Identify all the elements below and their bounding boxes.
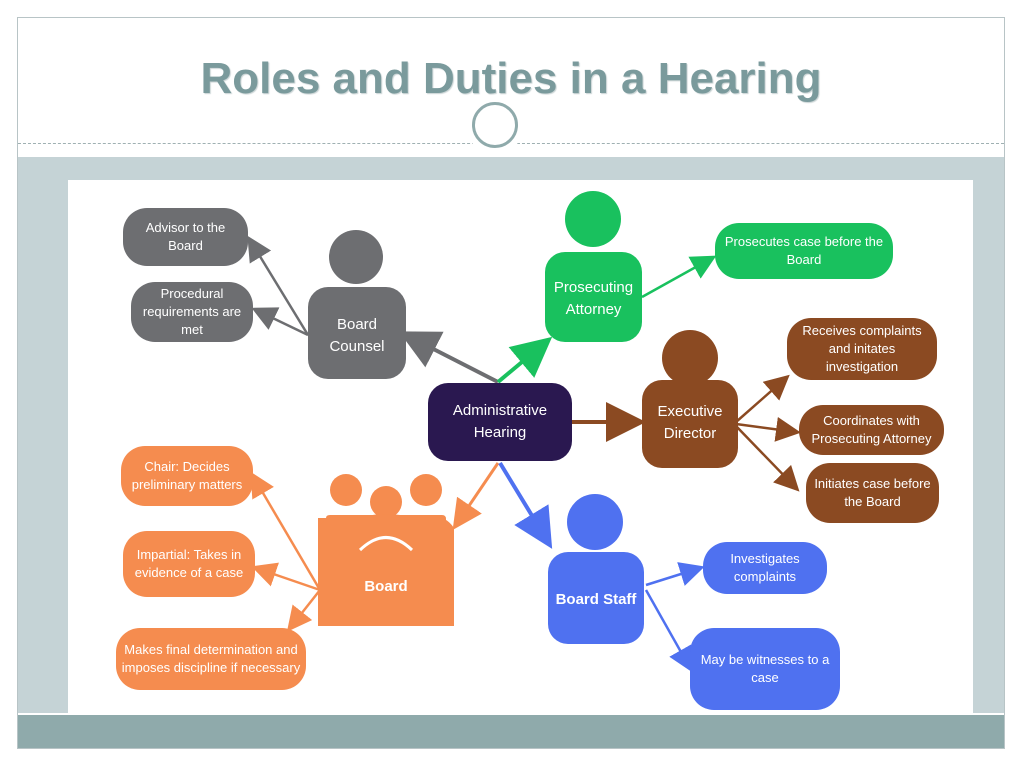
duty-coordinates-with-attorney: Coordinates with Prosecuting Attorney (799, 405, 944, 455)
duty-prosecutes-case: Prosecutes case before the Board (715, 223, 893, 279)
duty-final-determination: Makes final determination and imposes di… (116, 628, 306, 690)
connector-layer (247, 191, 801, 673)
arrow-board-chair (250, 471, 322, 591)
arrow-board-final (286, 589, 321, 632)
arrow-counsel-procedural (251, 307, 309, 337)
arrow-director-initiates (735, 425, 800, 492)
center-node-administrative-hearing: Administrative Hearing (428, 383, 572, 461)
board-group-divider (358, 536, 414, 552)
executive-director-body (642, 380, 738, 468)
arrow-to-prosecuting-attorney (496, 336, 553, 384)
slide-title: Roles and Duties in a Hearing (200, 54, 822, 103)
duty-procedural-requirements: Procedural requirements are met (131, 282, 253, 342)
duty-chair-decides: Chair: Decides preliminary matters (121, 446, 253, 506)
roles-diagram: Administrative Hearing Board Counsel Pro… (68, 180, 973, 714)
duty-initiates-case: Initiates case before the Board (806, 463, 939, 523)
executive-director-head-icon (662, 330, 718, 386)
bottom-bar (18, 715, 1004, 748)
prosecuting-attorney-body (545, 252, 642, 342)
arrow-to-board (452, 462, 500, 530)
board-member-center-head-icon (370, 486, 402, 518)
circle-ornament-icon (466, 96, 524, 154)
arrow-staff-witnesses (644, 589, 693, 673)
duty-witnesses: May be witnesses to a case (690, 628, 840, 710)
board-staff-head-icon (567, 494, 623, 550)
arrow-staff-investigates (645, 562, 705, 587)
duty-receives-complaints: Receives complaints and initates investi… (787, 318, 937, 380)
board-member-right-head-icon (410, 474, 442, 506)
board-staff-label: Board Staff (555, 591, 637, 608)
duty-advisor-to-board: Advisor to the Board (123, 208, 248, 266)
board-group-shoulders (318, 514, 454, 626)
arrow-board-impartial (251, 562, 321, 592)
prosecuting-attorney-head-icon (565, 191, 621, 247)
board-counsel-body (308, 287, 406, 379)
prosecuting-attorney-label: Prosecuting Attorney (553, 279, 634, 318)
arrow-to-board-counsel (398, 331, 499, 384)
executive-director-label: Executive Director (657, 403, 723, 442)
arrow-director-coordinates (735, 416, 801, 442)
arrow-to-board-staff (498, 461, 553, 549)
duty-investigates-complaints: Investigates complaints (703, 542, 827, 594)
board-counsel-label: Board Counsel (329, 316, 385, 355)
arrow-prosecuting-duty (641, 255, 717, 299)
board-counsel-head-icon (329, 230, 383, 284)
duty-impartial-evidence: Impartial: Takes in evidence of a case (123, 531, 255, 597)
board-staff-body (548, 552, 644, 644)
arrow-counsel-advisor (247, 235, 310, 336)
board-label: Board (364, 578, 408, 595)
title-area: Roles and Duties in a Hearing (18, 18, 1004, 144)
arrow-director-complaints (735, 374, 790, 423)
board-member-left-head-icon (330, 474, 362, 506)
